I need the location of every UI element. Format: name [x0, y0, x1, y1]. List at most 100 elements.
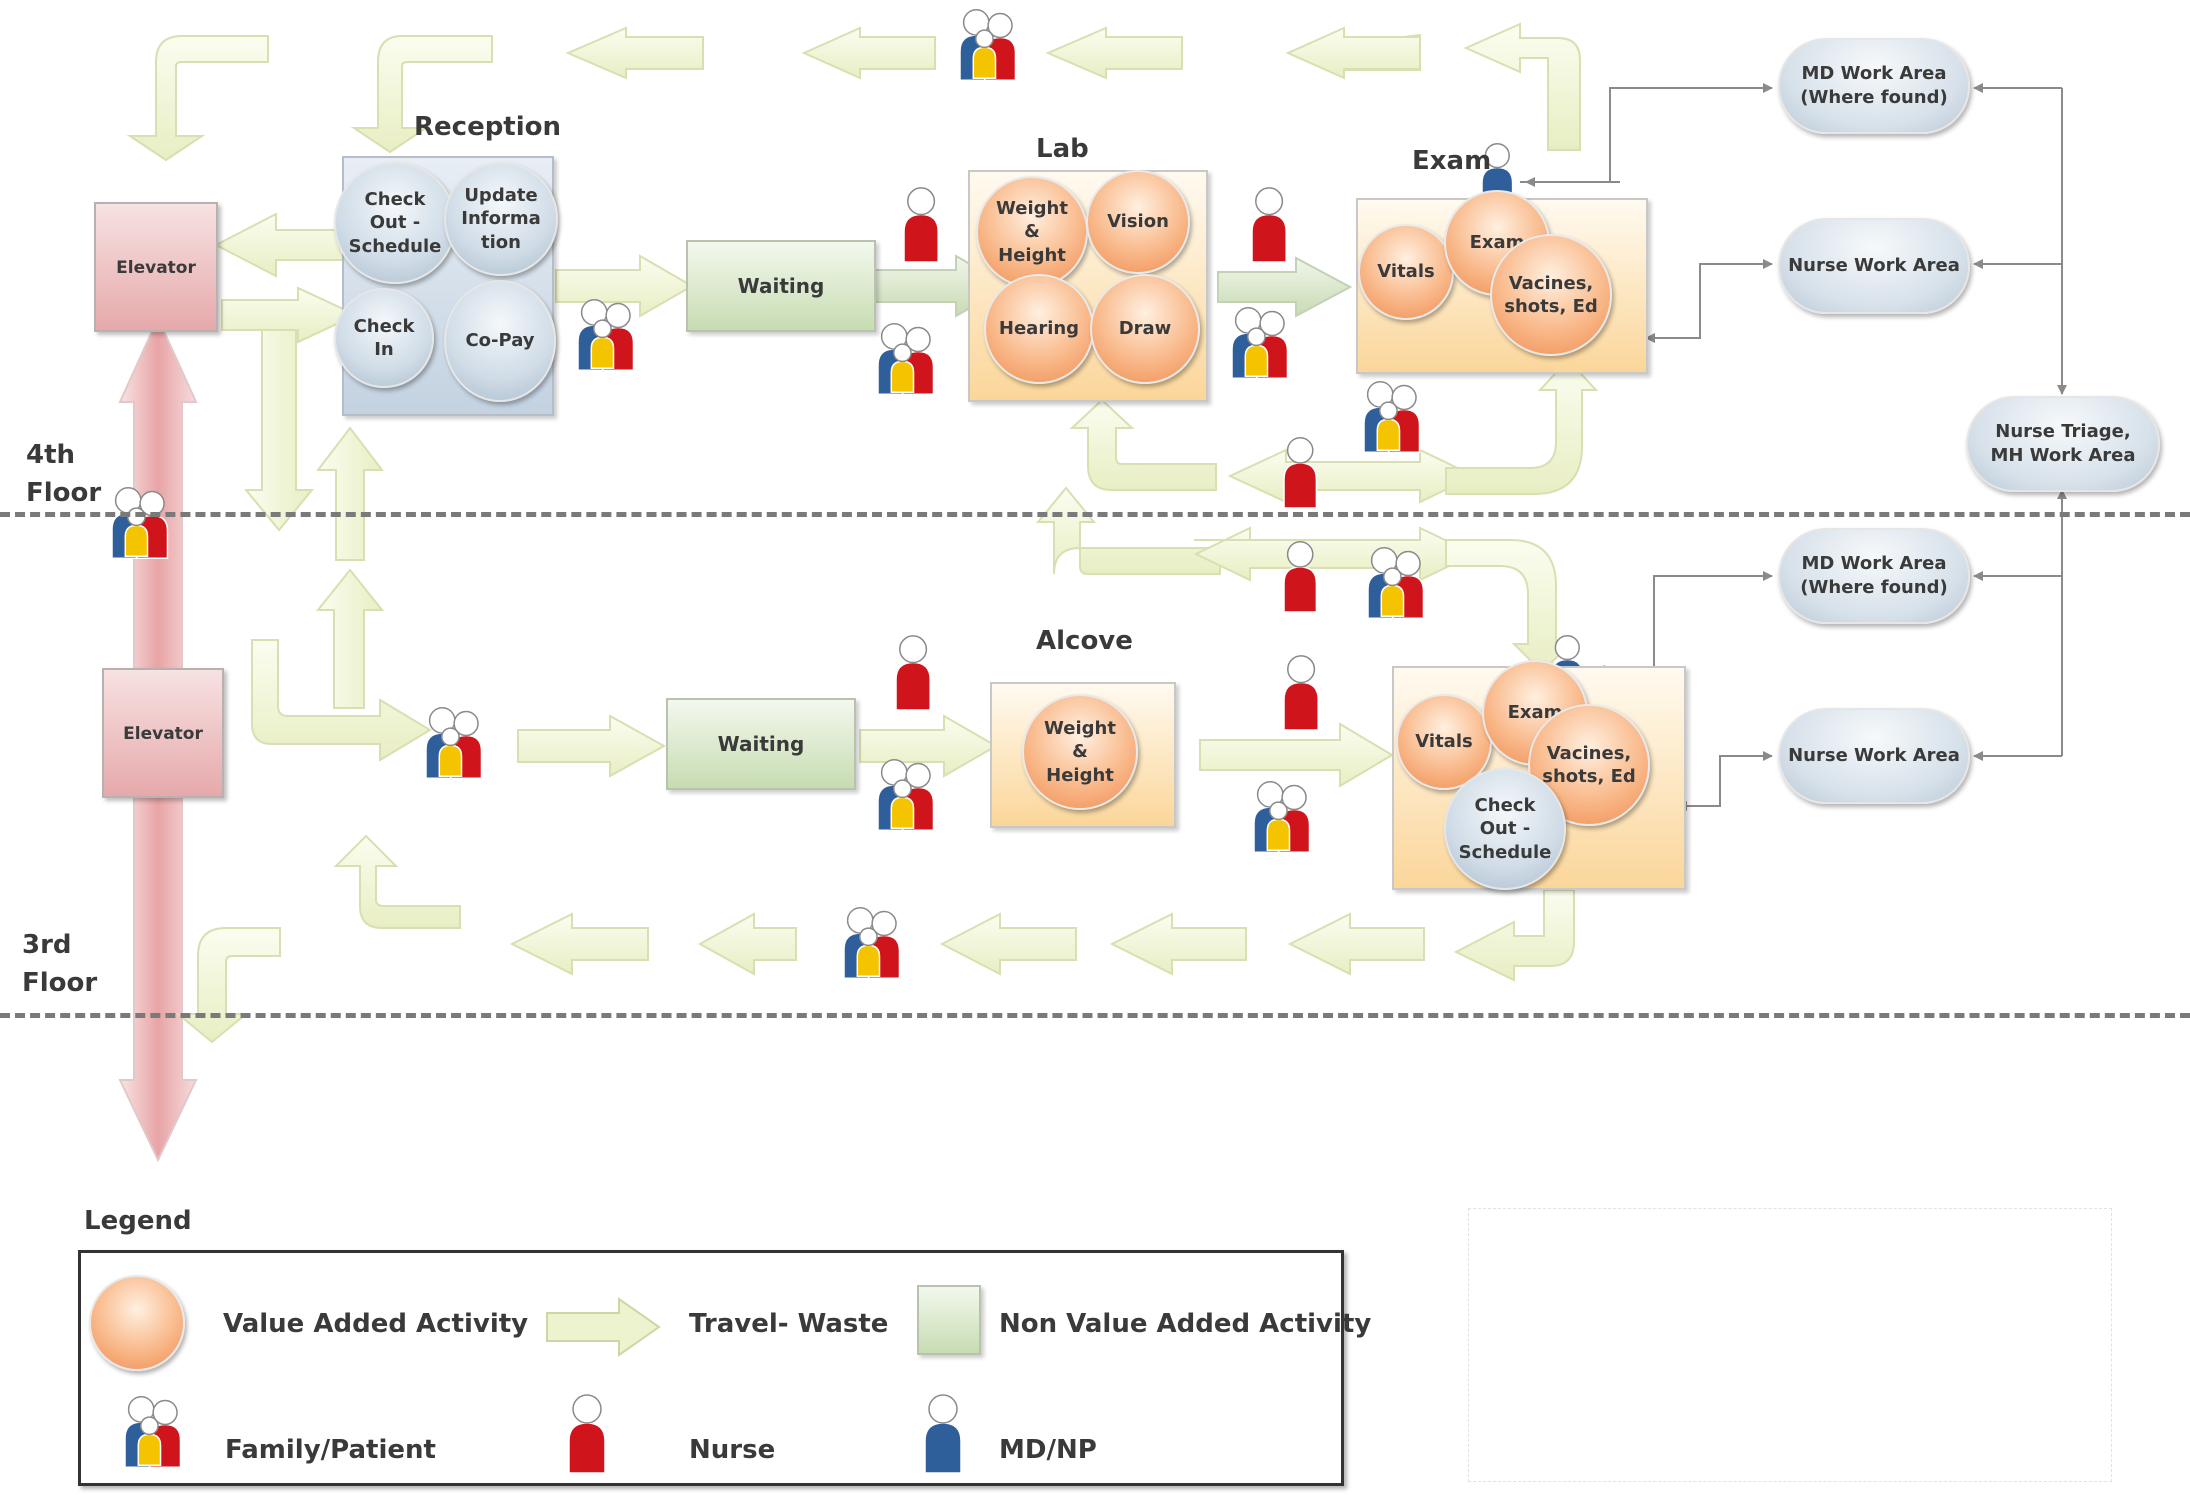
- floor-label-4th: 4th Floor: [26, 440, 102, 508]
- travel-arrow: [126, 35, 269, 162]
- vitals-activity: Vitals: [1358, 224, 1454, 320]
- md-np-icon: [924, 1394, 962, 1474]
- travel-arrow: [1287, 912, 1425, 976]
- travel-arrow: [1227, 448, 1477, 504]
- travel-arrow: [1045, 26, 1183, 80]
- nurse-triage-area: Nurse Triage, MH Work Area: [1966, 396, 2160, 492]
- travel-arrow: [517, 714, 667, 778]
- empty-placeholder-box: [1468, 1208, 2112, 1482]
- legend-md-np: MD/NP: [999, 1435, 1097, 1465]
- check-in-activity: Check In: [334, 288, 434, 388]
- travel-arrow: [1035, 486, 1221, 575]
- family-patient-icon: [111, 487, 169, 559]
- value-added-legend-symbol: [89, 1275, 185, 1371]
- vision-activity: Vision: [1086, 170, 1190, 274]
- travel-arrow: [315, 426, 385, 561]
- travel-arrow: [243, 329, 315, 532]
- travel-arrow: [333, 834, 461, 929]
- travel-arrow: [509, 912, 649, 976]
- travel-arrow: [1453, 889, 1575, 982]
- travel-arrow: [1109, 912, 1247, 976]
- hearing-activity: Hearing: [984, 274, 1094, 384]
- floor-label-3rd: 3rd Floor: [22, 930, 98, 998]
- travel-arrow: [1445, 358, 1599, 495]
- update-information-activity: Update Informa tion: [444, 162, 558, 276]
- travel-arrow: [251, 639, 432, 762]
- travel-arrow: [1199, 722, 1394, 788]
- legend-title: Legend: [84, 1206, 192, 1236]
- legend-non-value-added: Non Value Added Activity: [999, 1309, 1372, 1339]
- nurse-work-area-4th: Nurse Work Area: [1778, 218, 1970, 314]
- reception-title: Reception: [414, 112, 562, 142]
- family-patient-icon: [1253, 781, 1311, 853]
- elevator-label: Elevator: [116, 258, 196, 278]
- legend-travel-waste: Travel- Waste: [689, 1309, 889, 1339]
- travel-arrow: [1463, 22, 1581, 151]
- check-out-schedule-activity: Check Out - Schedule: [334, 162, 456, 284]
- family-patient-icon: [577, 299, 635, 371]
- travel-arrow: [1193, 526, 1477, 582]
- travel-arrow: [213, 212, 347, 278]
- nurse-work-area-3rd: Nurse Work Area: [1778, 708, 1970, 804]
- legend-box: Value Added Activity Travel- Waste Non V…: [78, 1250, 1371, 1486]
- nurse-icon: [1283, 437, 1318, 509]
- travel-arrow: [221, 286, 359, 344]
- nurse-icon: [1283, 655, 1319, 731]
- waiting-label: Waiting: [737, 274, 825, 298]
- nurse-icon: [895, 635, 931, 711]
- exam-room-title: Exam: [1412, 146, 1492, 176]
- md-work-area-4th: MD Work Area (Where found): [1778, 38, 1970, 134]
- draw-activity: Draw: [1090, 274, 1200, 384]
- travel-arrow: [697, 912, 797, 976]
- family-patient-icon: [877, 759, 935, 831]
- travel-arrow: [939, 912, 1077, 976]
- family-patient-icon: [425, 707, 483, 779]
- family-patient-icon: [124, 1396, 182, 1468]
- travel-arrow: [315, 568, 385, 709]
- nurse-icon: [1283, 541, 1318, 613]
- legend-value-added: Value Added Activity: [223, 1309, 529, 1339]
- waiting-label: Waiting: [717, 732, 805, 756]
- travel-arrow: [565, 26, 704, 80]
- elevator-4th-floor: Elevator: [94, 202, 218, 332]
- elevator-3rd-floor: Elevator: [102, 668, 224, 798]
- travel-arrow: [801, 26, 936, 80]
- alcove-title: Alcove: [1036, 626, 1133, 656]
- waiting-area-4th: Waiting: [686, 240, 876, 332]
- waiting-area-3rd: Waiting: [666, 698, 856, 790]
- nurse-icon: [568, 1394, 606, 1474]
- floor-divider: [0, 512, 2190, 517]
- md-work-area-3rd: MD Work Area (Where found): [1778, 528, 1970, 624]
- weight-height-activity: Weight & Height: [976, 176, 1088, 288]
- travel-arrow: [350, 35, 493, 154]
- travel-waste-legend-symbol: [546, 1297, 661, 1357]
- lab-title: Lab: [1036, 134, 1089, 164]
- family-patient-icon: [124, 1396, 182, 1468]
- non-value-added-legend-symbol: [917, 1285, 981, 1355]
- family-patient-icon: [877, 323, 935, 395]
- check-out-schedule-activity: Check Out - Schedule: [1444, 768, 1566, 890]
- travel-arrow: [859, 714, 999, 778]
- family-patient-icon: [959, 9, 1017, 81]
- non-value-arrow: [1217, 256, 1353, 318]
- family-patient-icon: [1367, 547, 1425, 619]
- travel-arrow: [1445, 539, 1573, 674]
- weight-height-activity: Weight & Height: [1022, 694, 1138, 810]
- travel-arrow: [175, 927, 281, 1044]
- family-patient-icon: [843, 907, 901, 979]
- family-patient-icon: [1363, 381, 1421, 453]
- elevator-label: Elevator: [123, 724, 203, 744]
- travel-arrow: [1069, 398, 1217, 491]
- floor-divider: [0, 1013, 2190, 1018]
- nurse-icon: [1251, 187, 1287, 263]
- vaccines-activity: Vacines, shots, Ed: [1490, 234, 1612, 356]
- travel-arrow: [1285, 26, 1421, 80]
- family-patient-icon: [1231, 307, 1289, 379]
- copay-activity: Co-Pay: [444, 280, 556, 402]
- nurse-icon: [568, 1394, 606, 1474]
- legend-family-patient: Family/Patient: [225, 1435, 436, 1465]
- nurse-icon: [903, 187, 939, 263]
- md-np-icon: [924, 1394, 962, 1474]
